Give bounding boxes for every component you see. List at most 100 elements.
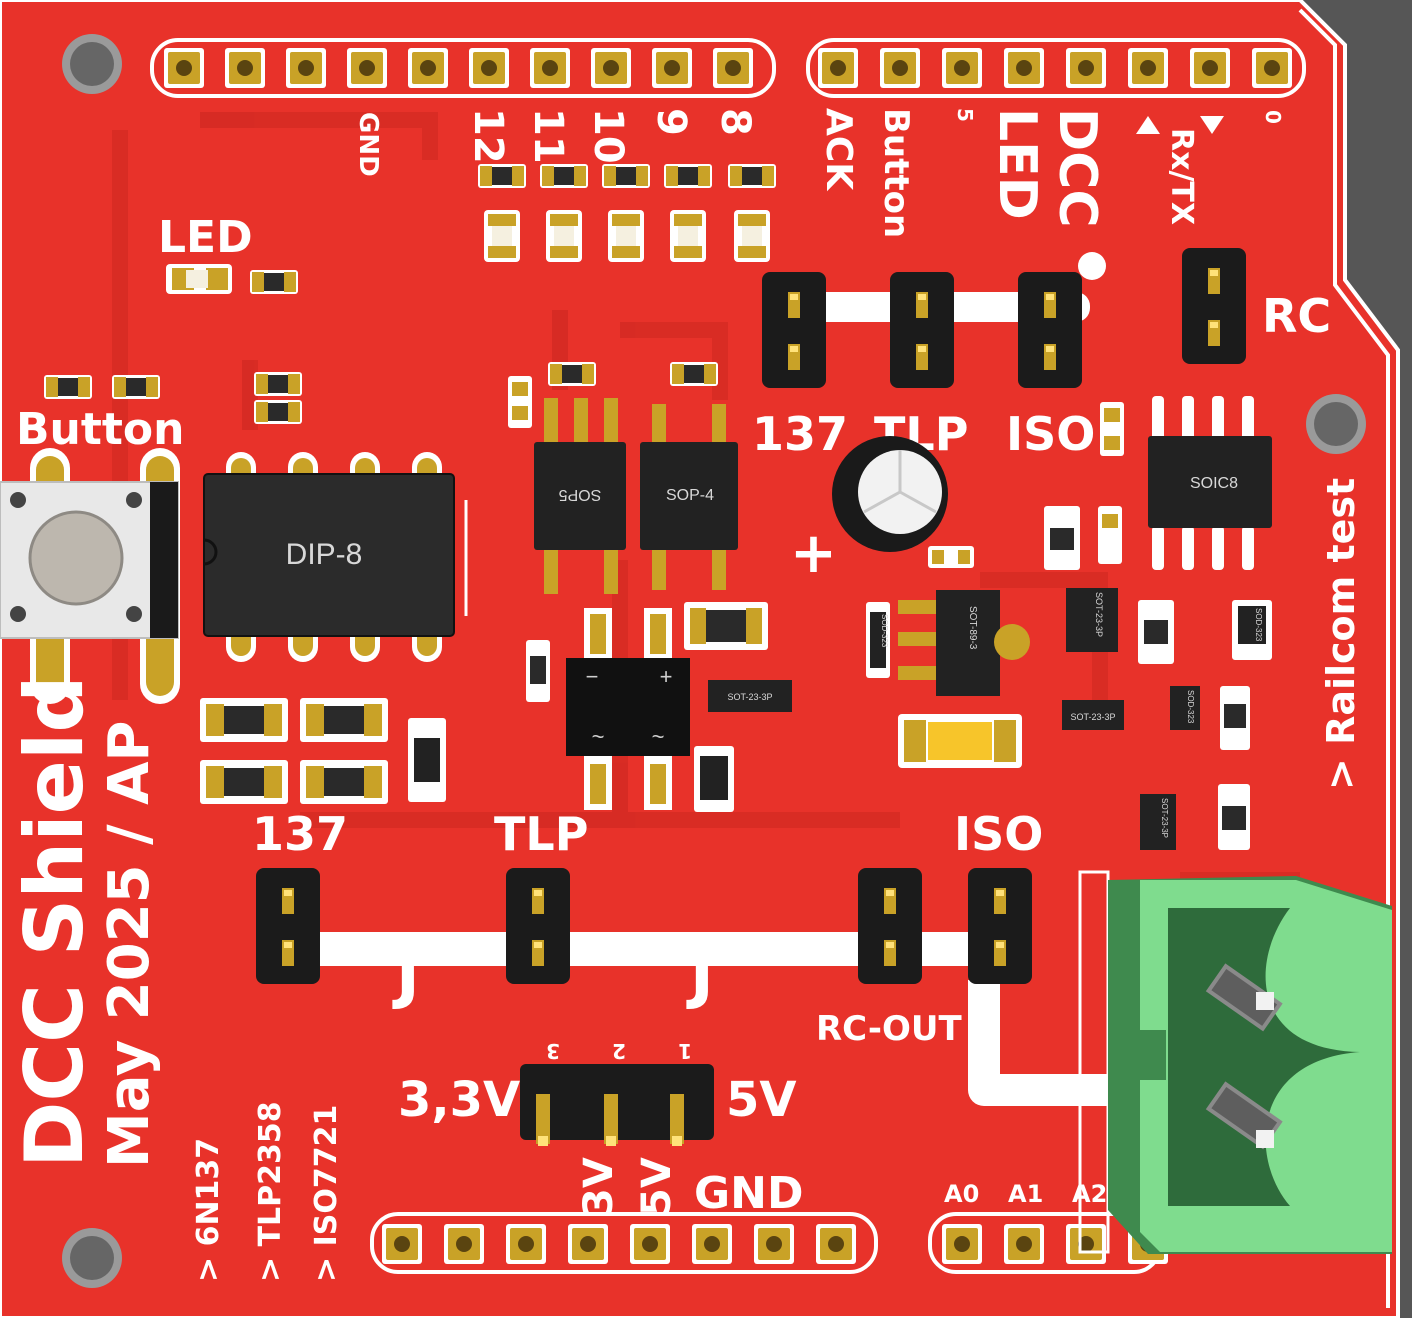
bridge-plus: +	[660, 664, 673, 689]
bridge-ac1: ~	[592, 724, 605, 749]
mounting-hole-icon	[1306, 394, 1366, 454]
resistor-bank	[200, 698, 446, 804]
jumper-label-rc: RC	[1262, 289, 1331, 343]
led-label: LED	[158, 212, 253, 263]
svg-text:SOD-323: SOD-323	[880, 614, 889, 648]
jumper-tlp-bottom[interactable]	[506, 868, 570, 984]
header-pin	[408, 48, 448, 88]
svg-text:SOT-89-3: SOT-89-3	[967, 606, 978, 650]
sop4-marking: SOP-4	[666, 487, 714, 504]
capacitor-polarity: +	[790, 521, 837, 586]
header-pin	[382, 1224, 422, 1264]
jumper-137-top[interactable]	[762, 272, 826, 388]
dip8-chip: DIP-8	[203, 452, 468, 662]
header-outline	[806, 38, 1306, 98]
soic8-marking: SOIC8	[1190, 475, 1238, 492]
svg-text:SOT-23-3P: SOT-23-3P	[1070, 712, 1115, 722]
button-cap[interactable]	[28, 510, 124, 606]
jumper-rc-out[interactable]	[858, 868, 922, 984]
jumper-rc[interactable]	[1182, 248, 1246, 364]
j-mark-1: J	[392, 938, 420, 1012]
pin-label-gnd-bottom: GND	[694, 1168, 803, 1219]
push-button[interactable]	[0, 448, 180, 704]
arrow-up-icon	[1136, 116, 1160, 134]
header-pin	[347, 48, 387, 88]
header-pin	[286, 48, 326, 88]
rc-out-label: RC-OUT	[816, 1009, 963, 1049]
arrow-down-icon	[1200, 116, 1224, 134]
header-pin	[942, 1224, 982, 1264]
header-pin	[692, 1224, 732, 1264]
pin-label-a0: A0	[944, 1180, 979, 1208]
pin-label-a1: A1	[1008, 1180, 1043, 1208]
screw-terminal[interactable]	[1078, 870, 1392, 1254]
header-pin	[444, 1224, 484, 1264]
header-pin	[1066, 48, 1106, 88]
regulator-area: SOT-89-3 SOD-323	[866, 546, 1030, 768]
sop-chips: SOP5 SOP-4	[508, 362, 738, 594]
railcom-test-label: > Railcom test	[1319, 478, 1363, 790]
variant-tlp2358: > TLP2358	[253, 1101, 288, 1282]
jumper-137-bottom[interactable]	[256, 868, 320, 984]
board-subtitle: May 2025 / AP	[97, 721, 162, 1168]
header-pin	[530, 48, 570, 88]
header-pin	[469, 48, 509, 88]
pin-label-ack: ACK	[818, 108, 859, 191]
j-mark-2: J	[686, 938, 714, 1012]
selector-pin-2: 2	[612, 1039, 626, 1063]
selector-pin-1: 1	[678, 1039, 692, 1063]
voltage-label-5v: 5V	[726, 1072, 797, 1128]
pin-label-5: 5	[953, 108, 977, 122]
pin-label-led: LED	[987, 108, 1047, 220]
bridge-minus: −	[586, 664, 599, 689]
svg-text:SOD-323: SOD-323	[1186, 690, 1195, 724]
pin-label-3v: 3V	[576, 1157, 622, 1216]
capacitor: +	[790, 436, 948, 586]
svg-text:SOT-23-3P: SOT-23-3P	[1094, 592, 1104, 637]
header-outline	[150, 38, 776, 98]
pin-label-rxtx: Rx/TX	[1164, 128, 1199, 225]
soic8-chip: SOIC8	[1148, 396, 1272, 570]
jumper-link-bottom	[300, 932, 1110, 1106]
header-pin	[942, 48, 982, 88]
pin-label-0: 0	[1261, 110, 1285, 124]
jumper-iso-bottom[interactable]	[968, 868, 1032, 984]
header-pin	[754, 1224, 794, 1264]
header-pin	[816, 1224, 856, 1264]
svg-text:SOT-23-3P: SOT-23-3P	[727, 692, 772, 702]
button-label: Button	[16, 404, 184, 455]
railcom-components: SOD-323 SOT-23-3P SOT-23-3P SOD-323 SOT-…	[1044, 506, 1272, 850]
jumper-label-iso-top: ISO	[1006, 407, 1095, 461]
jumper-iso-top[interactable]	[1018, 272, 1082, 388]
bridge-rectifier: − + ~ ~ SOT-23-3P	[526, 602, 792, 812]
dip8-marking: DIP-8	[286, 538, 363, 571]
jumper-label-137-top: 137	[752, 407, 848, 461]
jumper-label-iso-bottom: ISO	[954, 807, 1043, 861]
status-led	[166, 264, 232, 294]
header-pin	[713, 48, 753, 88]
svg-text:SOD-323: SOD-323	[1254, 608, 1263, 642]
svg-text:SOT-23-3P: SOT-23-3P	[1160, 798, 1169, 838]
pin-label-dcc: DCC	[1047, 108, 1107, 228]
jumper-tlp-top[interactable]	[890, 272, 954, 388]
pin-label-gnd: GND	[353, 112, 383, 177]
header-pin	[1252, 48, 1292, 88]
header-pin	[630, 1224, 670, 1264]
header-pin	[1004, 1224, 1044, 1264]
header-pin	[1066, 1224, 1106, 1264]
pin-label-5v: 5V	[634, 1157, 680, 1216]
header-pin	[591, 48, 631, 88]
board-title: DCC Shield	[8, 675, 101, 1168]
pin-label-11: 11	[525, 108, 571, 164]
header-pin	[506, 1224, 546, 1264]
header-pin	[164, 48, 204, 88]
pin-label-12: 12	[465, 108, 511, 164]
pin-label-a2: A2	[1072, 1180, 1107, 1208]
voltage-selector[interactable]	[520, 1064, 714, 1146]
selector-pin-3: 3	[546, 1039, 560, 1063]
top-pin-labels: GND 12 11 10 9 8 ACK Button 5 DCC LED Rx…	[353, 108, 1285, 238]
header-pin	[880, 48, 920, 88]
voltage-label-3v3: 3,3V	[398, 1072, 520, 1128]
pin-label-10: 10	[585, 108, 631, 164]
